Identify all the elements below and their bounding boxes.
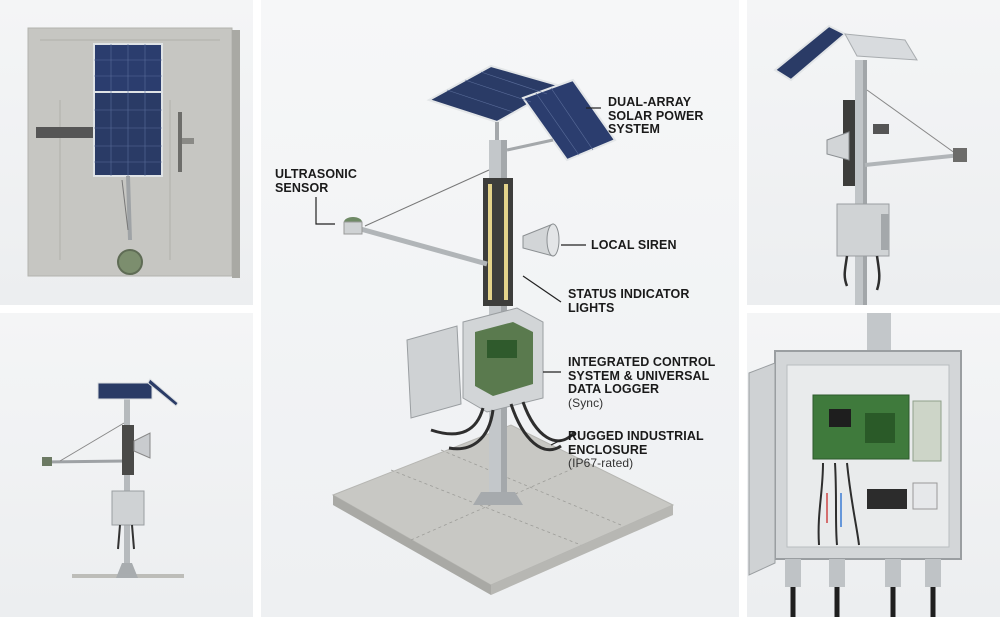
callout-solar: DUAL-ARRAY SOLAR POWER SYSTEM [608,95,704,136]
power-module [867,489,907,509]
cable-bundle [36,127,96,138]
solar-panel-side-a [97,382,153,400]
panel-top-view [0,0,253,305]
perspective-view-illustration [773,24,967,305]
callout-ultrasonic-sensor: ULTRASONIC SENSOR [275,167,358,195]
sensor-arm-side [43,459,127,464]
ultrasonic-sensor-side [42,457,52,466]
solar-array-right [521,78,617,162]
pole-side [124,393,130,578]
cable-bundle-main [430,401,577,452]
leader-lines [315,107,601,446]
relay-module [912,482,938,510]
ultrasonic-sensor-top [117,249,143,275]
panel-main-view: DUAL-ARRAY SOLAR POWER SYSTEM ULTRASONIC… [261,0,739,617]
side-view-illustration [42,378,184,578]
status-indicator-column [483,178,513,306]
siren-side [133,432,151,459]
sensor-perspective [953,148,967,162]
panel-side-view [0,313,253,617]
sensor-arm-top [126,175,132,241]
solar-panel-side-b [147,378,179,407]
top-view-illustration [27,27,240,278]
enclosure-side [111,490,145,526]
siren-arm-top [178,112,182,172]
callout-enclosure: RUGGED INDUSTRIAL ENCLOSURE (IP67-rated) [568,429,704,470]
panel-enclosure-closeup [747,313,1000,617]
terminal-module [912,400,942,462]
panel-perspective-view [747,0,1000,305]
callout-local-siren: LOCAL SIREN [591,238,677,252]
enclosure-door [406,325,462,419]
callout-control-system: INTEGRATED CONTROL SYSTEM & UNIVERSAL DA… [568,355,716,410]
enclosure-perspective [836,203,890,257]
siren-perspective [826,131,850,161]
pole-closeup [867,313,891,351]
callout-status-lights: STATUS INDICATOR LIGHTS [568,287,690,315]
main-view-illustration [315,64,675,595]
solar-panel-perspective-a [773,24,847,82]
pad-edge [232,30,240,278]
sensor-arm [356,225,488,267]
enclosure-closeup-illustration [748,313,962,617]
solar-panel-perspective-b [844,33,918,61]
sensor-arm-perspective [864,153,962,167]
enclosure-door-closeup [748,362,776,576]
status-light-side [122,425,134,475]
